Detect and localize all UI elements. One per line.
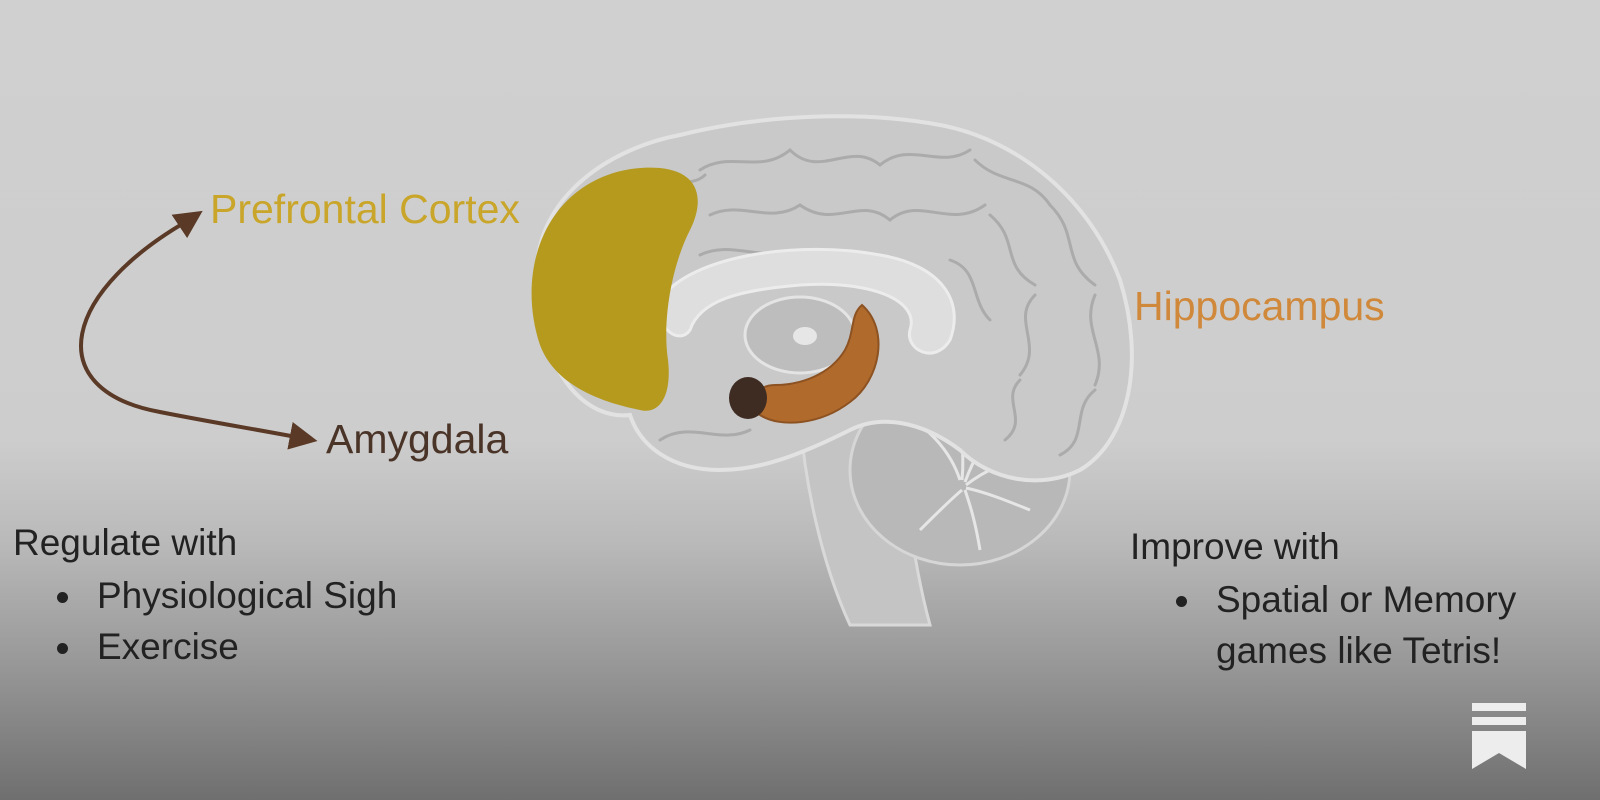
connection-arrow — [81, 215, 312, 440]
improve-heading: Improve with — [1130, 526, 1576, 568]
amygdala-label: Amygdala — [326, 416, 508, 463]
regulate-heading: Regulate with — [13, 522, 397, 564]
amygdala-region — [729, 377, 767, 419]
bookmark-icon[interactable] — [1470, 703, 1528, 769]
improve-list: Spatial or Memory games like Tetris! — [1130, 574, 1576, 676]
prefrontal-cortex-label: Prefrontal Cortex — [210, 186, 520, 233]
list-item: Physiological Sigh — [97, 570, 397, 621]
improve-note: Improve with Spatial or Memory games lik… — [1130, 526, 1576, 676]
list-item: Spatial or Memory games like Tetris! — [1216, 574, 1576, 676]
thalamus-center — [793, 327, 817, 345]
regulate-note: Regulate with Physiological Sigh Exercis… — [13, 522, 397, 672]
hippocampus-label: Hippocampus — [1134, 283, 1385, 330]
list-item: Exercise — [97, 621, 397, 672]
regulate-list: Physiological Sigh Exercise — [13, 570, 397, 672]
